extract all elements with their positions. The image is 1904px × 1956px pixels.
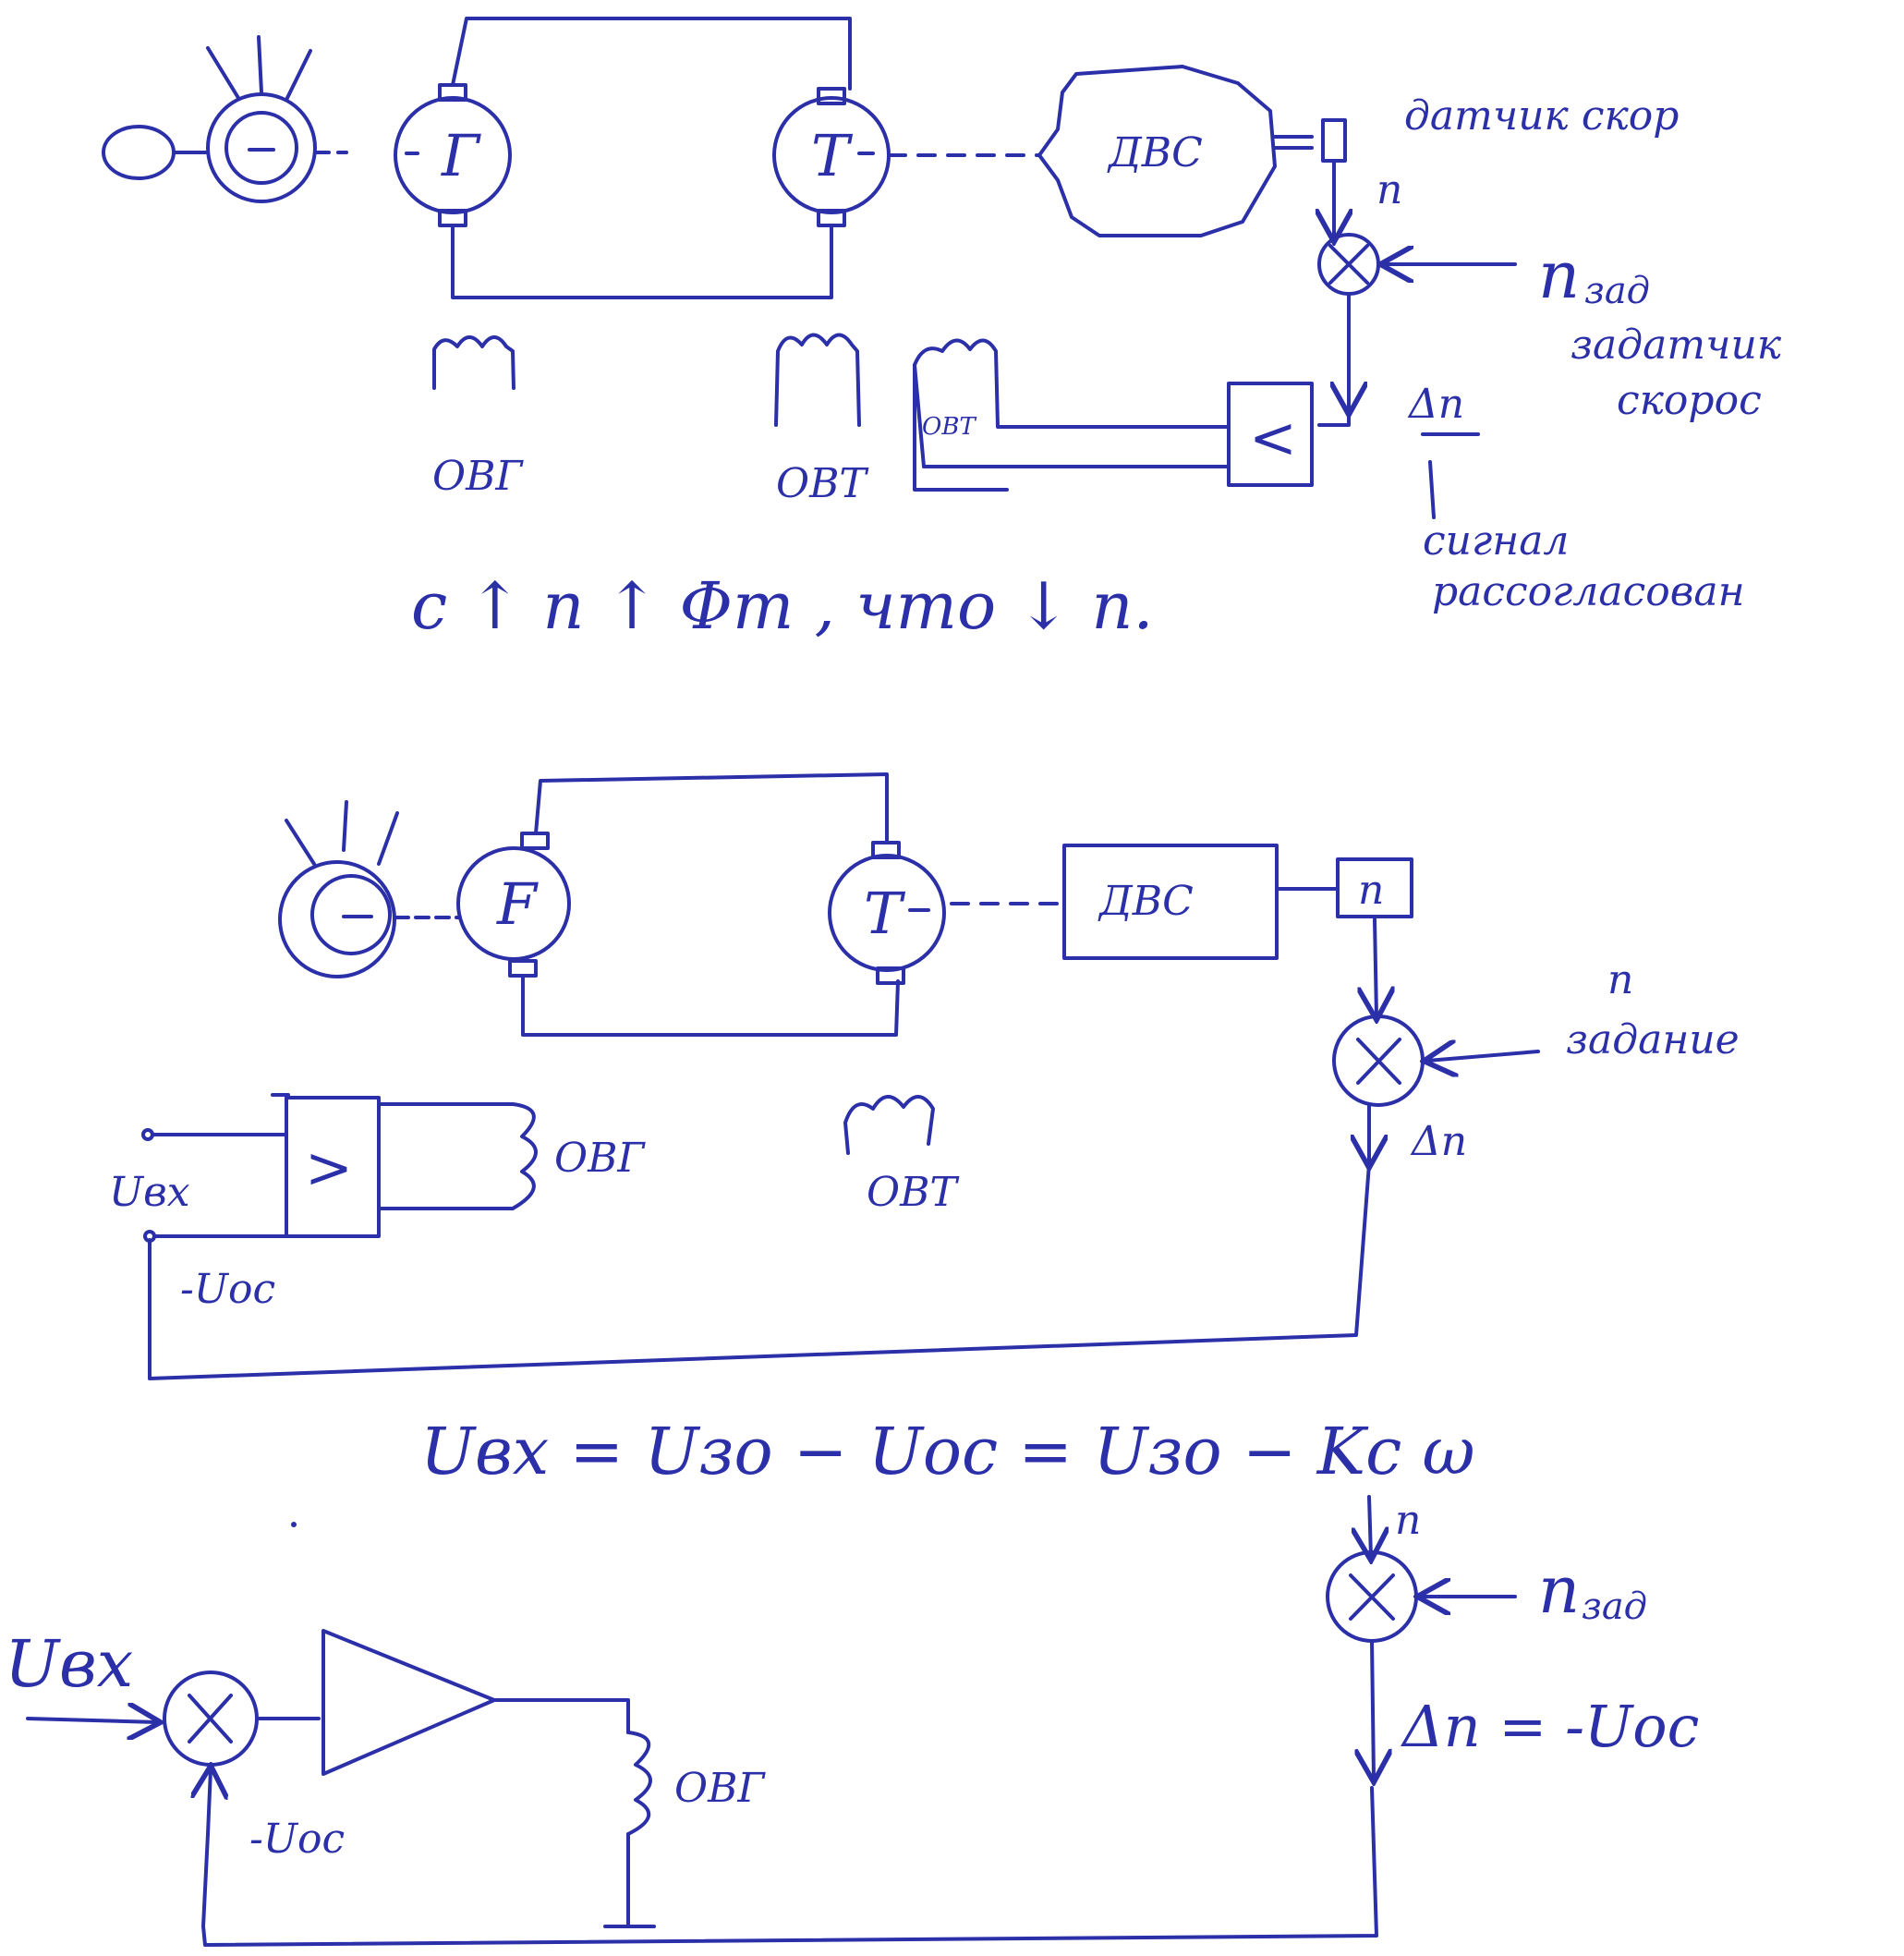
speed-3-label: n: [1395, 1497, 1421, 1544]
winding-gen-1-label: ОВГ: [432, 453, 524, 500]
error-2-label: Δn: [1410, 1118, 1467, 1165]
speed-sensor-2: n: [1336, 857, 1413, 918]
setpoint-1-subscript: зад: [1584, 270, 1650, 312]
motor-1-letter: Т: [811, 122, 854, 189]
feedback-3-label: -Uос: [249, 1816, 345, 1863]
setpoint-3-subscript: зад: [1582, 1585, 1647, 1628]
speed-sensor-1: датчик скор: [1273, 92, 1679, 163]
winding-gen-2-label: ОВГ: [554, 1135, 646, 1182]
engine-1: ДВС: [1037, 65, 1277, 237]
speed-sensor-1-label: датчик скор: [1404, 92, 1679, 140]
setpoint-3-label: n: [1538, 1552, 1580, 1628]
input-2-label: Uвх: [109, 1169, 190, 1216]
error-1-label: Δn: [1407, 381, 1464, 428]
comparator-1: [1317, 233, 1380, 296]
winding-gen-3-label: ОВГ: [674, 1765, 766, 1812]
winding-motor-1-label: ОВТ: [776, 460, 869, 507]
speed-1-label: n: [1376, 166, 1402, 213]
ink-dot: [291, 1522, 297, 1527]
setpoint-2-label: n: [1607, 956, 1633, 1003]
feedback-line-3: [201, 1786, 1378, 1947]
winding-motor-1: ОВТ: [774, 333, 869, 507]
engine-2-label: ДВС: [1098, 878, 1194, 925]
setpoint-1-caption-line2: скорос: [1617, 377, 1762, 424]
statement-1: с ↑ n ↑ Φт , что ↓ n.: [411, 568, 1154, 644]
formula: Uвх = Uзо − Uос = Uзо − Kс ω: [420, 1414, 1475, 1489]
armature-loop-bottom-2: [521, 974, 900, 1037]
winding-motor-small-1: ОВТ: [913, 338, 1009, 492]
source-turbine-2: [278, 800, 399, 978]
generator-1-letter: Г: [441, 122, 481, 189]
winding-gen-2: ОВГ: [511, 1102, 646, 1210]
winding-gen-3: ОВГ: [603, 1731, 766, 1928]
motor-1: Т: [772, 87, 891, 227]
engine-2: ДВС: [1062, 844, 1279, 960]
diagram-2: F Т ДВС n n зада: [109, 772, 1740, 1380]
setpoint-2-caption: задание: [1566, 1016, 1740, 1063]
winding-gen-1: ОВГ: [432, 335, 524, 500]
armature-loop-top-1: [451, 17, 852, 91]
generator-2-letter: F: [496, 870, 539, 938]
error-1-caption-line1: сигнал: [1423, 517, 1569, 565]
motor-2-letter: Т: [864, 880, 906, 947]
setpoint-1-label: n: [1538, 237, 1580, 313]
error-1-caption-line2: рассогласован: [1432, 568, 1745, 615]
setpoint-1-caption-line1: задатчик: [1570, 322, 1782, 369]
amplifier-1-symbol: <: [1249, 404, 1297, 471]
comparator-3b: [1326, 1550, 1418, 1643]
winding-motor-2-label: ОВТ: [867, 1169, 960, 1216]
diagram-1: Г Т ДВС датчик скор n: [102, 17, 1782, 644]
error-line-1: [1317, 292, 1351, 427]
armature-loop-bottom-1: [451, 224, 833, 299]
generator-2: F: [456, 832, 571, 978]
prime-ellipse: [102, 125, 176, 180]
input-3-label: Uвх: [5, 1626, 133, 1702]
armature-loop-top-2: [534, 772, 889, 844]
error-3-label: Δn = -Uос: [1401, 1693, 1699, 1760]
amp-output-3: [492, 1698, 630, 1734]
motor-2: Т: [828, 841, 946, 985]
amplifier-3: [321, 1629, 496, 1776]
comparator-3a: [163, 1670, 259, 1767]
source-turbine-1: [206, 35, 317, 203]
winding-motor-2: ОВТ: [843, 1095, 960, 1216]
amplifier-1: <: [1227, 382, 1314, 487]
amplifier-2-symbol: >: [305, 1134, 353, 1201]
generator-1: Г: [394, 83, 512, 227]
engine-1-label: ДВС: [1107, 129, 1203, 176]
amplifier-2: >: [271, 1093, 381, 1238]
diagram-3: Uвх ОВГ -Uос n n зад: [5, 1495, 1699, 1947]
winding-motor-small-1-label: ОВТ: [922, 413, 976, 441]
speed-sensor-2-label: n: [1358, 867, 1384, 914]
feedback-line-2: [148, 1162, 1371, 1380]
comparator-2: [1332, 1014, 1425, 1107]
feedback-2-label: -Uос: [180, 1266, 275, 1313]
